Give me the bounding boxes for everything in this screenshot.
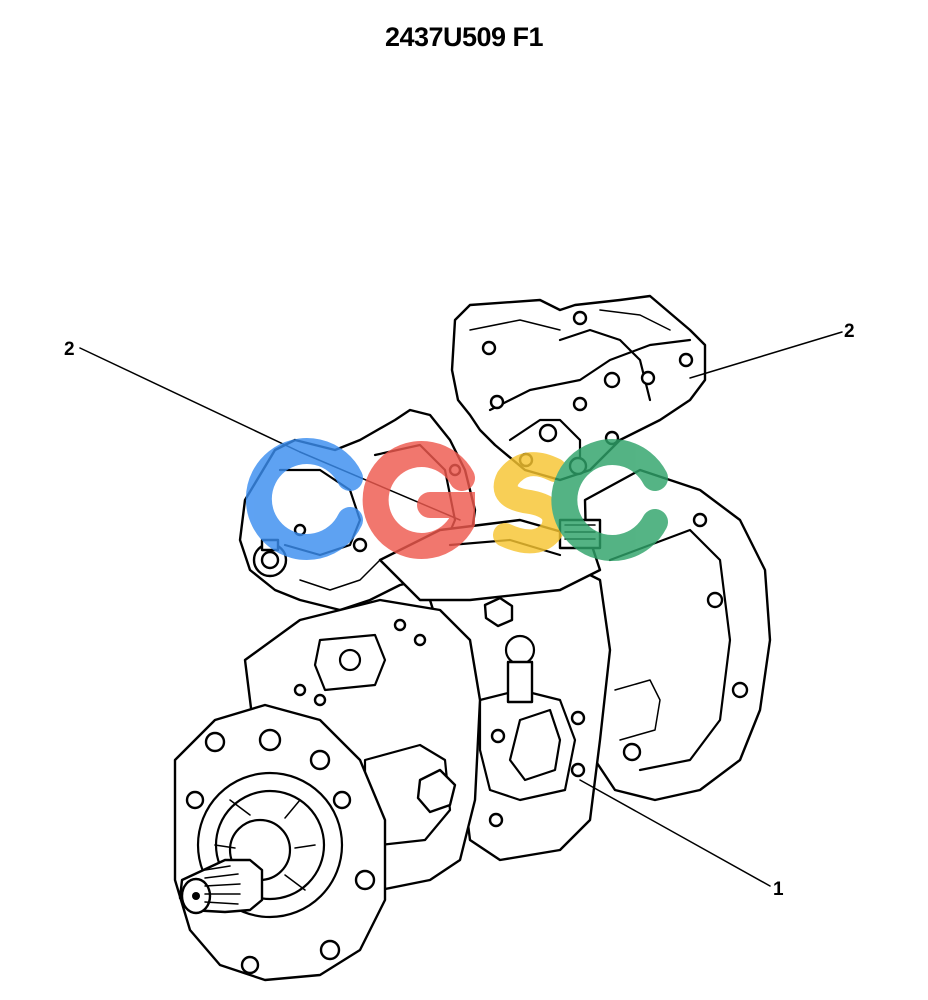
leader-line-left-regulator bbox=[79, 347, 301, 453]
callout-label-main-pump: 1 bbox=[773, 879, 784, 900]
leader-line-right-regulator bbox=[689, 331, 843, 379]
callout-label-right-regulator: 2 bbox=[844, 321, 855, 342]
leader-line-main-pump bbox=[579, 779, 771, 887]
callout-label-left-regulator: 2 bbox=[64, 339, 75, 360]
cgsc-watermark-logo bbox=[245, 438, 668, 561]
right-regulator-part bbox=[450, 294, 707, 482]
diagram-title: 2437U509 F1 bbox=[384, 22, 544, 52]
